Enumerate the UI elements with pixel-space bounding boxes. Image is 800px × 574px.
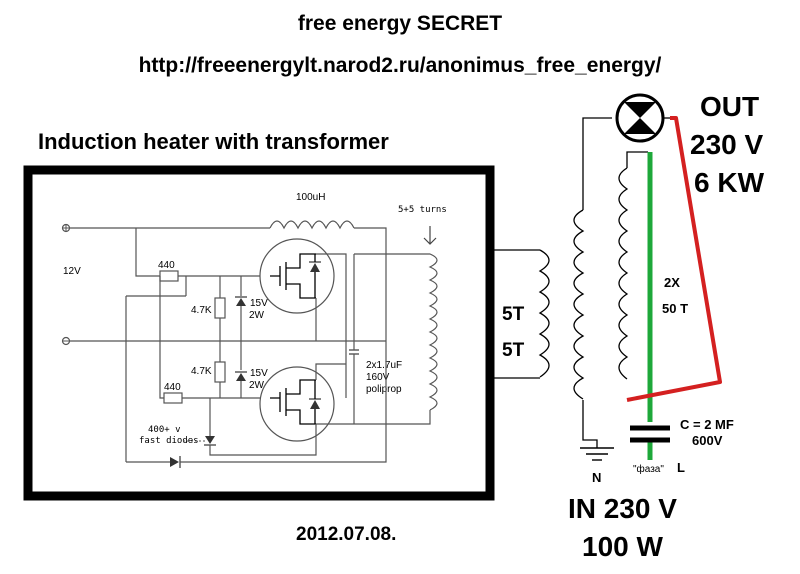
- red-link-wire: [626, 116, 722, 402]
- neutral-label: N: [592, 470, 601, 485]
- line-label: L: [677, 460, 685, 475]
- mosfet-top: [259, 238, 335, 314]
- heater-schematic: 12V 100uH 440 440 4.7K 4.7K: [61, 192, 447, 468]
- cap-value: 2x1.7uF: [366, 360, 402, 371]
- resistor-4k7-top: [214, 297, 226, 319]
- output-lamp-icon: [615, 93, 670, 143]
- mosfet-bottom: [259, 366, 335, 442]
- diagram-date: 2012.07.08.: [296, 524, 396, 545]
- zener-top-power: 2W: [249, 310, 265, 321]
- out-voltage: 230 V: [690, 129, 763, 160]
- resistor-top-label: 440: [158, 260, 175, 271]
- input-cap-label: C = 2 MF: [680, 417, 734, 432]
- coil-turns-label: 5+5 turns: [398, 205, 447, 215]
- supply-label: 12V: [63, 266, 81, 277]
- output-transformer: 2X 50 T: [582, 116, 722, 460]
- resistor-bottom-label: 440: [164, 382, 181, 393]
- inductor-label: 100uH: [296, 192, 325, 203]
- resistor-4k7-bottom-label: 4.7K: [191, 366, 212, 377]
- coupling-transformer: 5T 5T: [490, 209, 585, 400]
- phase-label: "фаза": [633, 463, 664, 475]
- resistor-440-top: [159, 270, 179, 282]
- zener-top-voltage: 15V: [250, 298, 268, 309]
- zener-bottom: [236, 373, 246, 381]
- in-power: 100 W: [582, 531, 663, 562]
- input-cap-voltage: 600V: [692, 433, 723, 448]
- fast-diode-top: [205, 436, 215, 444]
- fast-diode-bottom: [170, 457, 179, 467]
- heater-title: Induction heater with transformer: [38, 129, 389, 154]
- heater-frame: [23, 165, 495, 501]
- work-coil: [354, 253, 438, 411]
- out-power: 6 KW: [694, 167, 765, 198]
- coupling-turns-top: 5T: [502, 304, 525, 325]
- out-label: OUT: [700, 91, 759, 122]
- ground-icon: [580, 447, 614, 461]
- transformer-multiplier: 2X: [664, 275, 680, 290]
- resistor-4k7-bottom: [214, 361, 226, 383]
- coupling-turns-bottom: 5T: [502, 340, 525, 361]
- zener-bottom-power: 2W: [249, 380, 265, 391]
- diodes-label-2: fast diodes: [139, 436, 199, 446]
- coil-center-arrow: [423, 226, 437, 245]
- diodes-label-1: 400+ v: [148, 425, 181, 435]
- zener-bottom-voltage: 15V: [250, 368, 268, 379]
- input-capacitor: [630, 425, 670, 443]
- diagram-title: free energy SECRET: [298, 12, 502, 35]
- resistor-440-bottom: [163, 392, 183, 404]
- transformer-turns: 50 T: [662, 301, 688, 316]
- resistor-4k7-top-label: 4.7K: [191, 305, 212, 316]
- cap-voltage: 160V: [366, 372, 390, 383]
- zener-top: [236, 298, 246, 306]
- cap-type: poliprop: [366, 384, 402, 395]
- source-url: http://freeenergylt.narod2.ru/anonimus_f…: [139, 54, 662, 77]
- in-voltage: IN 230 V: [568, 493, 677, 524]
